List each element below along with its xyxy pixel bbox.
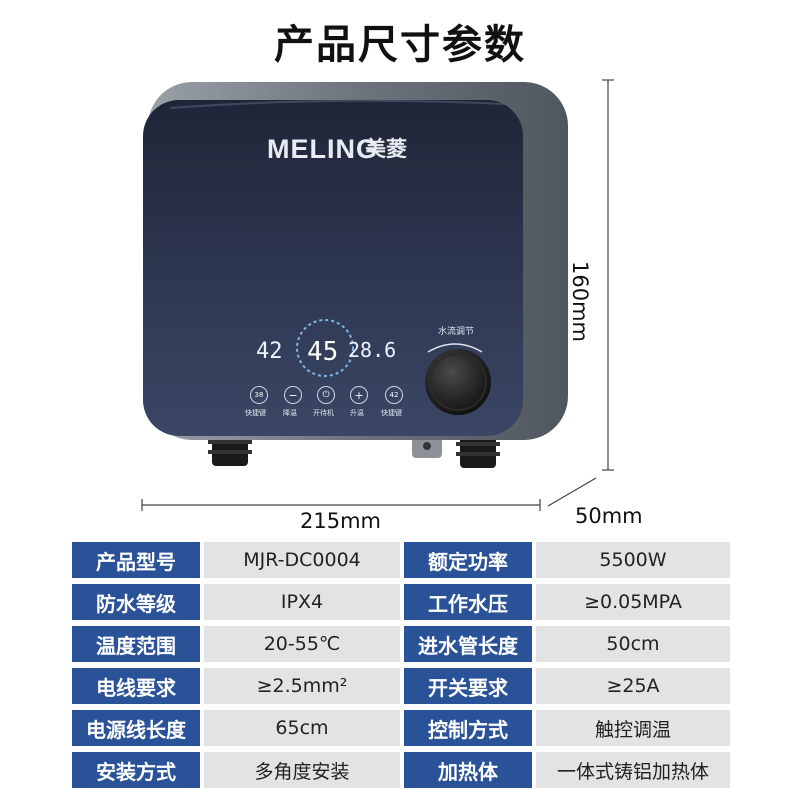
- spec-label: 额定功率: [404, 542, 532, 578]
- power-button[interactable]: ⏻: [317, 386, 335, 404]
- brand-logo: MELING: [267, 134, 378, 164]
- spec-row: 电线要求 ≥2.5mm² 开关要求 ≥25A: [72, 668, 730, 704]
- spec-label: 电源线长度: [72, 710, 200, 746]
- temp-down-button[interactable]: −: [284, 386, 302, 404]
- water-heater-illustration: MELING 美菱 42 45 28.6 水流调节: [143, 82, 568, 468]
- spec-value: ≥25A: [536, 668, 730, 704]
- display-panel: 42 45 28.6: [256, 319, 396, 377]
- spec-row: 防水等级 IPX4 工作水压 ≥0.05MPA: [72, 584, 730, 620]
- spec-label: 加热体: [404, 752, 532, 788]
- spec-label: 控制方式: [404, 710, 532, 746]
- spec-row: 产品型号 MJR-DC0004 额定功率 5500W: [72, 542, 730, 578]
- spec-label: 防水等级: [72, 584, 200, 620]
- flow-knob[interactable]: [425, 349, 491, 415]
- depth-dimension: 50mm: [575, 504, 643, 528]
- left-temp-readout: 42: [256, 339, 283, 364]
- temp-up-button[interactable]: +: [350, 386, 368, 404]
- spec-value: 50cm: [536, 626, 730, 662]
- page-title: 产品尺寸参数: [274, 22, 526, 68]
- spec-label: 电线要求: [72, 668, 200, 704]
- width-dimension: 215mm: [300, 509, 381, 533]
- spec-label: 进水管长度: [404, 626, 532, 662]
- spec-row: 温度范围 20-55℃ 进水管长度 50cm: [72, 626, 730, 662]
- button-label: 降温: [283, 409, 297, 417]
- spec-value: ≥2.5mm²: [204, 668, 400, 704]
- spec-value: 65cm: [204, 710, 400, 746]
- spec-value: IPX4: [204, 584, 400, 620]
- spec-label: 安装方式: [72, 752, 200, 788]
- spec-value: 触控调温: [536, 710, 730, 746]
- shortcut-38-button[interactable]: 38: [250, 386, 268, 404]
- spec-value: MJR-DC0004: [204, 542, 400, 578]
- center-ring: [296, 319, 354, 377]
- knob-label: 水流调节: [438, 325, 474, 337]
- center-temp-readout: 45: [307, 337, 338, 367]
- spec-label: 工作水压: [404, 584, 532, 620]
- spec-value: 多角度安装: [204, 752, 400, 788]
- control-buttons: 38 − ⏻ + 42 快捷键 降温 开待机 升温 快捷键: [238, 386, 418, 426]
- spec-table: 产品型号 MJR-DC0004 额定功率 5500W 防水等级 IPX4 工作水…: [72, 542, 730, 794]
- right-readout: 28.6: [348, 338, 396, 362]
- shortcut-42-button[interactable]: 42: [385, 386, 403, 404]
- shortcut-38-icon: 38: [254, 391, 264, 399]
- button-label: 升温: [350, 409, 364, 417]
- spec-value: 20-55℃: [204, 626, 400, 662]
- spec-label: 产品型号: [72, 542, 200, 578]
- shortcut-42-icon: 42: [389, 391, 399, 399]
- spec-value: 一体式铸铝加热体: [536, 752, 730, 788]
- spec-row: 电源线长度 65cm 控制方式 触控调温: [72, 710, 730, 746]
- button-label: 快捷键: [245, 409, 266, 417]
- water-outlet-pipe: [456, 432, 500, 468]
- height-dimension: 160mm: [568, 261, 592, 342]
- plus-icon: +: [354, 388, 364, 402]
- power-icon: ⏻: [322, 390, 330, 400]
- button-label: 快捷键: [381, 409, 402, 417]
- dimension-lines: [141, 79, 614, 511]
- spec-label: 开关要求: [404, 668, 532, 704]
- minus-icon: −: [288, 388, 298, 402]
- spec-value: ≥0.05MPA: [536, 584, 730, 620]
- spec-label: 温度范围: [72, 626, 200, 662]
- spec-row: 安装方式 多角度安装 加热体 一体式铸铝加热体: [72, 752, 730, 788]
- water-inlet-pipe: [208, 432, 252, 466]
- spec-value: 5500W: [536, 542, 730, 578]
- brand-logo-chinese: 美菱: [365, 137, 407, 161]
- button-label: 开待机: [313, 409, 334, 417]
